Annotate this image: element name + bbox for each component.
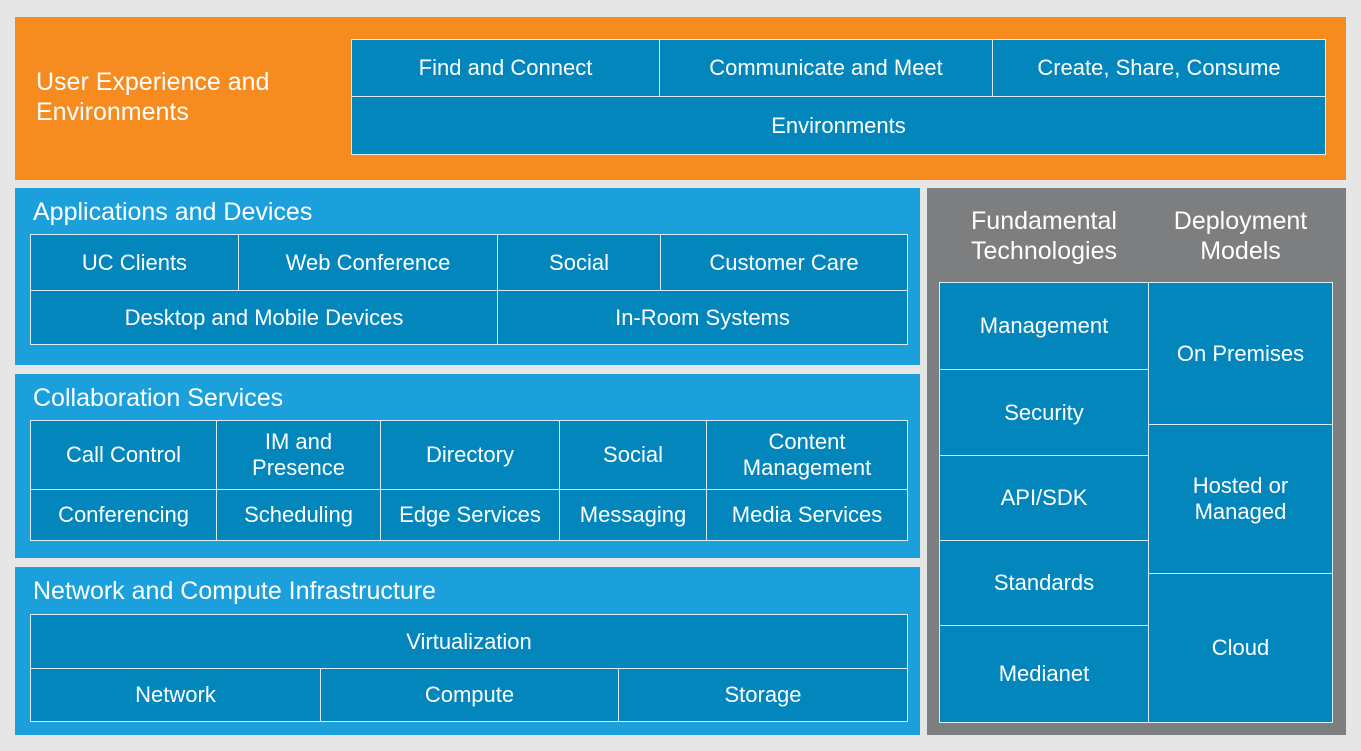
compute-cell: Compute: [320, 668, 619, 722]
media-services-cell: Media Services: [706, 489, 908, 541]
on-premises-cell: On Premises: [1148, 282, 1333, 425]
management-cell: Management: [939, 282, 1149, 370]
medianet-cell: Medianet: [939, 625, 1149, 723]
security-cell: Security: [939, 369, 1149, 456]
customer-care-cell: Customer Care: [660, 234, 908, 291]
conferencing-cell: Conferencing: [30, 489, 217, 541]
standards-cell: Standards: [939, 540, 1149, 626]
deployment-models-title: Deployment Models: [1173, 207, 1308, 265]
social-service-cell: Social: [559, 420, 707, 490]
messaging-cell: Messaging: [559, 489, 707, 541]
user-experience-title: User Experience and Environments: [36, 68, 270, 126]
user-experience-panel: User Experience and Environments Find an…: [15, 17, 1346, 180]
collaboration-panel: Collaboration Services Call Control IM a…: [15, 374, 920, 558]
side-panel: Fundamental Technologies Deployment Mode…: [927, 188, 1346, 735]
network-cell: Network: [30, 668, 321, 722]
virtualization-cell: Virtualization: [30, 614, 908, 669]
edge-services-cell: Edge Services: [380, 489, 560, 541]
storage-cell: Storage: [618, 668, 908, 722]
environments-cell: Environments: [351, 96, 1326, 155]
cloud-cell: Cloud: [1148, 573, 1333, 723]
hosted-managed-cell: Hosted or Managed: [1148, 424, 1333, 574]
communicate-and-meet-cell: Communicate and Meet: [659, 39, 993, 97]
collaboration-title: Collaboration Services: [33, 384, 284, 412]
call-control-cell: Call Control: [30, 420, 217, 490]
create-share-consume-cell: Create, Share, Consume: [992, 39, 1326, 97]
infrastructure-panel: Network and Compute Infrastructure Virtu…: [15, 567, 920, 735]
applications-panel: Applications and Devices UC Clients Web …: [15, 188, 920, 365]
uc-clients-cell: UC Clients: [30, 234, 239, 291]
infrastructure-title: Network and Compute Infrastructure: [33, 577, 436, 605]
web-conference-cell: Web Conference: [238, 234, 498, 291]
applications-title: Applications and Devices: [33, 198, 313, 226]
content-management-cell: Content Management: [706, 420, 908, 490]
im-presence-cell: IM and Presence: [216, 420, 381, 490]
directory-cell: Directory: [380, 420, 560, 490]
find-and-connect-cell: Find and Connect: [351, 39, 660, 97]
scheduling-cell: Scheduling: [216, 489, 381, 541]
api-sdk-cell: API/SDK: [939, 455, 1149, 541]
desktop-mobile-devices-cell: Desktop and Mobile Devices: [30, 290, 498, 345]
fundamental-technologies-title: Fundamental Technologies: [971, 207, 1117, 265]
in-room-systems-cell: In-Room Systems: [497, 290, 908, 345]
social-app-cell: Social: [497, 234, 661, 291]
